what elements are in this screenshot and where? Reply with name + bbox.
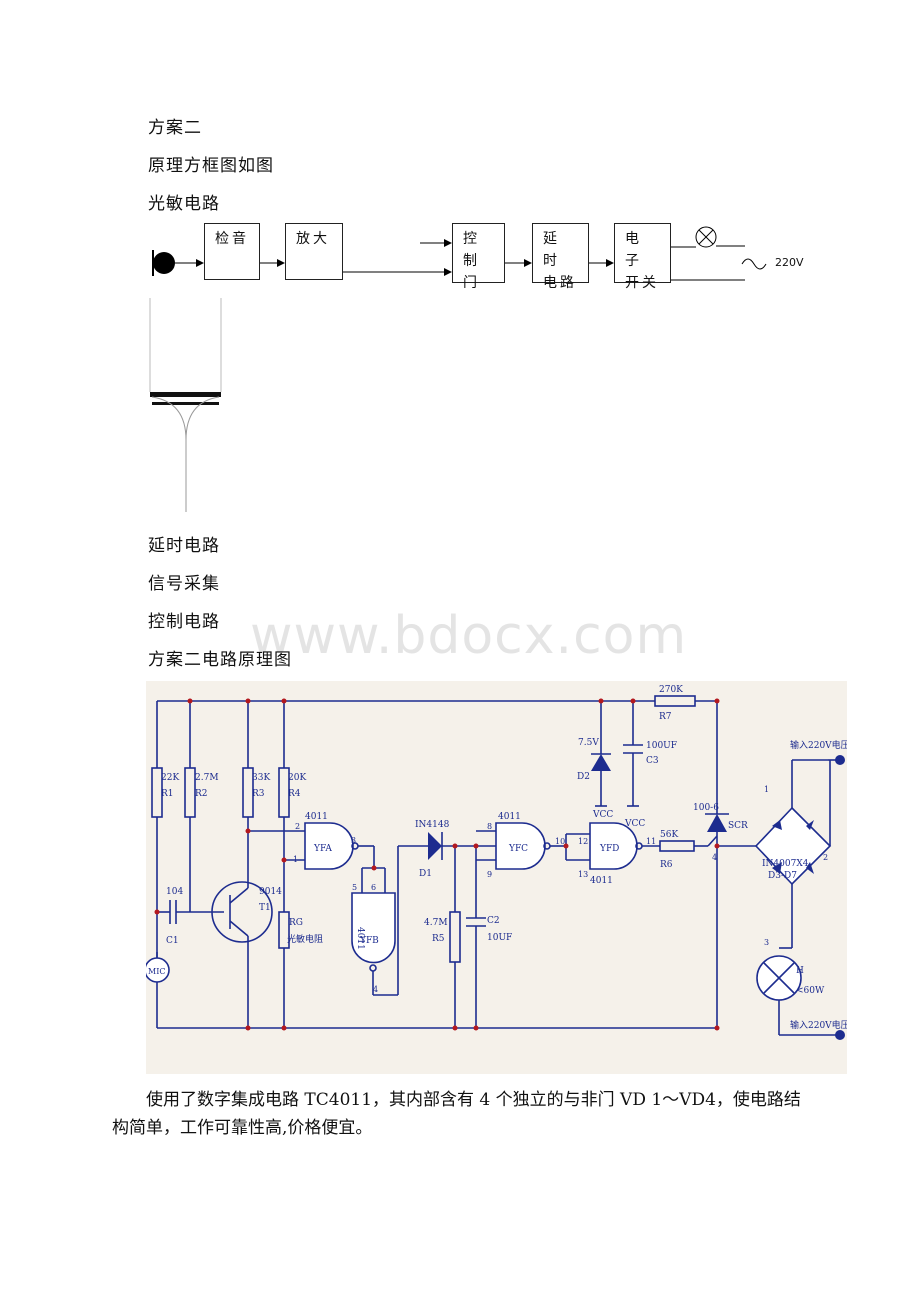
yfb-label: YFB [359, 936, 379, 946]
block-amplify: 放大 [285, 223, 343, 280]
c2-value: 10UF [487, 933, 512, 943]
pin-label: 9 [487, 870, 492, 879]
pin-label: 12 [578, 837, 588, 846]
pin-label: 11 [646, 837, 656, 846]
block-control-gate: 控 制 门 [452, 223, 505, 291]
scr-value: 100-6 [693, 803, 719, 813]
input-top-label: 输入220V电压 [790, 739, 847, 751]
rg-desc: 光敏电阻 [287, 933, 323, 945]
control-gate-line1: 控 制 [463, 231, 480, 269]
pin-label: 1 [293, 855, 298, 864]
r1-value: 22K [161, 773, 179, 783]
pin-label: 10 [555, 837, 565, 846]
switch-line2: 开关 [625, 275, 659, 291]
pin-label: 2 [823, 853, 828, 862]
rg-label: RG [289, 918, 303, 928]
pin-label: 5 [352, 883, 357, 892]
c1-value: 104 [166, 887, 183, 897]
input-bottom-label: 输入220V电压 [790, 1019, 847, 1031]
t1-label: T1 [259, 903, 271, 913]
block-diagram-wires [149, 226, 767, 512]
pin-label: 6 [371, 883, 376, 892]
r4-value: 20K [288, 773, 306, 783]
r6-label: R6 [660, 860, 673, 870]
schematic-title: 方案二电路原理图 [148, 650, 292, 670]
body-paragraph: 使用了数字集成电路 TC4011，其内部含有 4 个独立的与非门 VD 1～VD… [112, 1090, 801, 1138]
yfb-chip: 4011 [355, 927, 365, 950]
pin-label: 4 [712, 853, 717, 862]
vcc-label-1: VCC [592, 810, 613, 820]
mic-label: MIC [148, 967, 165, 976]
lamp-power: <60W [796, 986, 825, 996]
c2-label: C2 [487, 916, 500, 926]
yfd-chip: 4011 [590, 876, 613, 886]
c3-value: 100UF [646, 741, 677, 751]
r4-label: R4 [288, 789, 301, 799]
microphone-icon [153, 252, 175, 274]
signal-line: 信号采集 [148, 574, 220, 594]
yfc-label: YFC [508, 844, 528, 854]
bridge-value: IN4007X4 [762, 859, 809, 869]
r1-label: R1 [161, 789, 174, 799]
r5-value: 4.7M [424, 918, 448, 928]
r7-value: 270K [659, 685, 683, 695]
voltage-label: 220V [775, 256, 804, 269]
scr-label: SCR [728, 821, 748, 831]
r2-label: R2 [195, 789, 208, 799]
block-electronic-switch: 电 子 开关 [614, 223, 671, 291]
pin-label: 3 [351, 836, 356, 845]
c3-label: C3 [646, 756, 659, 766]
light-circuit-line: 光敏电路 [148, 194, 220, 214]
yfc-chip: 4011 [498, 812, 521, 822]
yfa-chip: 4011 [305, 812, 328, 822]
light-sensor-graphic [149, 298, 222, 512]
d2-value: 7.5V [578, 738, 599, 748]
r2-value: 2.7M [195, 773, 219, 783]
d2-label: D2 [577, 772, 590, 782]
schematic-diagram: 22K R1 2.7M R2 33K R3 20K R4 104 C1 9014… [146, 681, 847, 1074]
r6-value: 56K [660, 830, 678, 840]
pin-label: 1 [764, 785, 769, 794]
delay-line2: 电路 [543, 275, 577, 291]
bridge-label: D3-D7 [768, 871, 797, 881]
pin-label: 3 [764, 938, 769, 947]
d1-value: IN4148 [415, 820, 450, 830]
control-circuit-line: 控制电路 [148, 612, 220, 632]
r3-value: 33K [252, 773, 270, 783]
switch-line1: 电 子 [625, 231, 642, 269]
pin-label: 13 [578, 870, 588, 879]
block-detect: 检音 [204, 223, 260, 280]
r3-label: R3 [252, 789, 265, 799]
d1-label: D1 [419, 869, 432, 879]
pin-label: 4 [373, 985, 378, 994]
section-heading: 方案二 [148, 118, 202, 138]
control-gate-line2: 门 [463, 275, 480, 291]
ac-wave-icon [741, 258, 767, 270]
schematic-svg: 22K R1 2.7M R2 33K R3 20K R4 104 C1 9014… [146, 685, 847, 1040]
lamp-label: H [796, 966, 804, 976]
delay-circuit-line: 延时电路 [148, 536, 220, 556]
watermark: www.bdocx.com [250, 606, 688, 666]
pin-label: 2 [295, 822, 300, 831]
yfa-label: YFA [313, 844, 332, 854]
pin-label: 8 [487, 822, 492, 831]
delay-line1: 延 时 [543, 231, 560, 269]
yfd-label: YFD [599, 844, 619, 854]
t1-value: 9014 [259, 887, 282, 897]
mic-icon [146, 957, 170, 983]
r7-label: R7 [659, 712, 672, 722]
vcc-label-2: VCC [624, 819, 645, 829]
principle-line: 原理方框图如图 [148, 156, 274, 176]
block-delay: 延 时 电路 [532, 223, 589, 291]
c1-label: C1 [166, 936, 179, 946]
r5-label: R5 [432, 934, 445, 944]
